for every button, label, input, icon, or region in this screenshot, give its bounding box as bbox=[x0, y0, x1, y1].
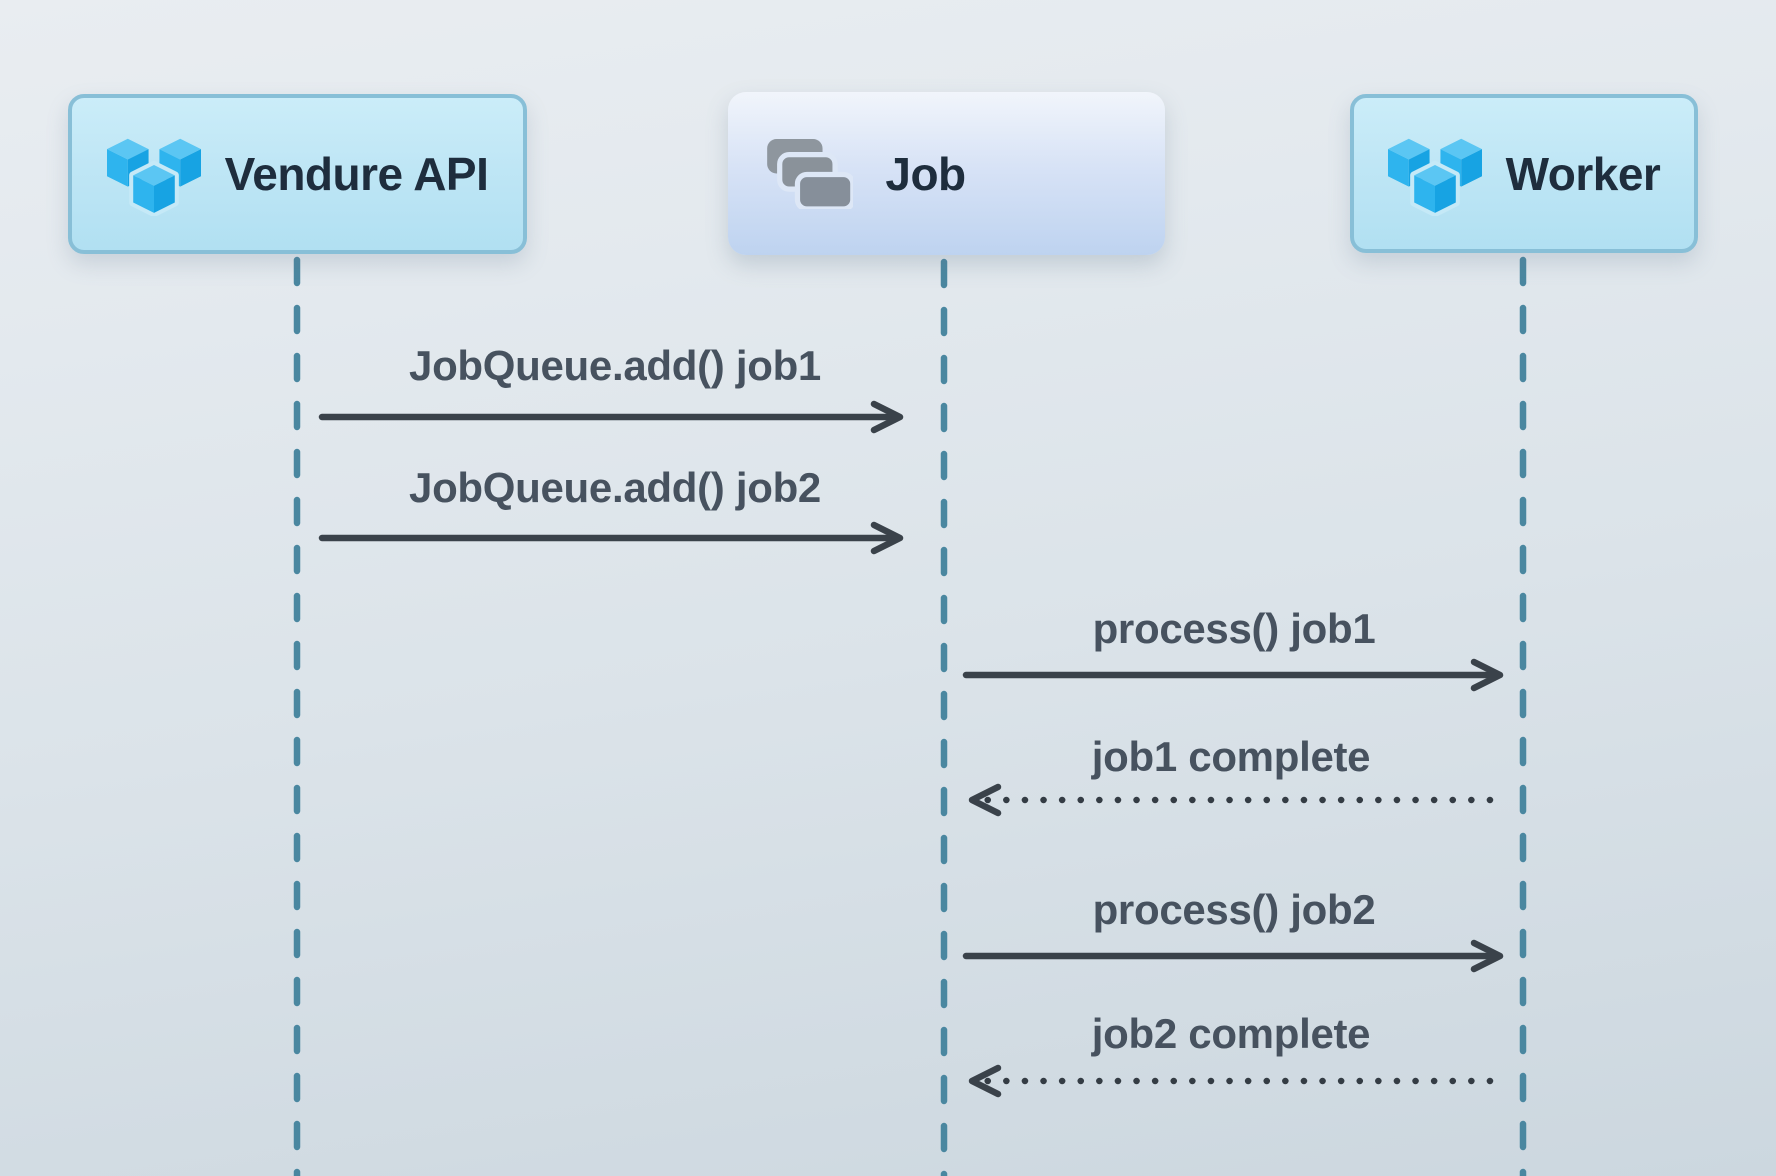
message-label: job1 complete bbox=[1091, 733, 1371, 780]
actor-job: Job bbox=[728, 92, 1165, 255]
message-label: process() job1 bbox=[1092, 605, 1376, 652]
actor-label-job: Job bbox=[885, 147, 966, 200]
actor-worker: Worker bbox=[1350, 94, 1698, 253]
message-label: JobQueue.add() job1 bbox=[409, 342, 821, 389]
vendure-cubes-icon bbox=[106, 138, 201, 216]
actor-label-vendure-api: Vendure API bbox=[224, 148, 489, 200]
message-label: job2 complete bbox=[1091, 1010, 1371, 1057]
message-label: process() job2 bbox=[1092, 886, 1376, 933]
message-label: JobQueue.add() job2 bbox=[409, 464, 821, 511]
actor-vendure-api: Vendure API bbox=[68, 94, 527, 254]
vendure-cubes-icon bbox=[1387, 138, 1482, 216]
stacked-cards-icon bbox=[767, 138, 854, 209]
actor-label-worker: Worker bbox=[1505, 147, 1661, 200]
